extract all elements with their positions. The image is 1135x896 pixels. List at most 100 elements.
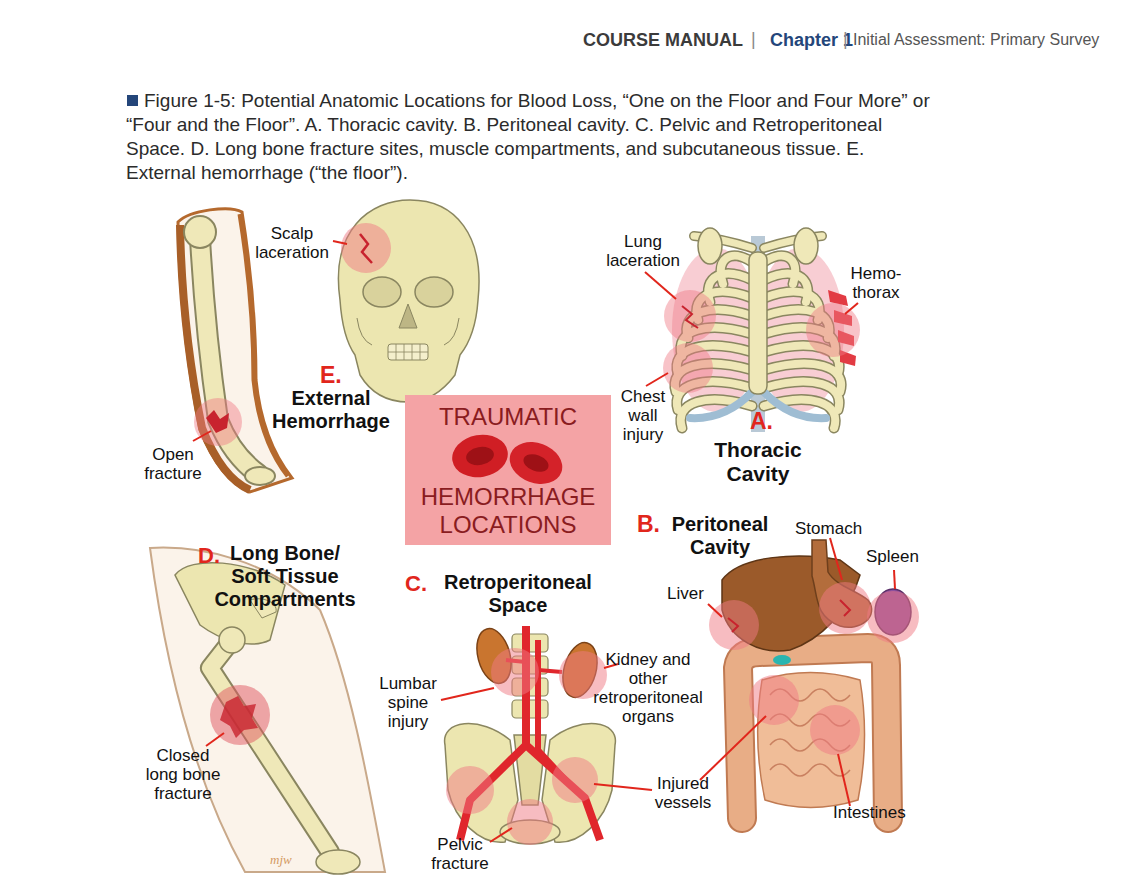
organ-injury-marks (867, 591, 919, 643)
callout-label: Injured vessels (643, 774, 723, 812)
arm-illustration (178, 209, 292, 492)
organ-injury-marks (709, 582, 919, 755)
skull-illustration (357, 318, 459, 345)
leg-illustration (210, 645, 330, 852)
retroperitoneal-injury-marks (446, 648, 607, 845)
caption-marker (127, 95, 138, 106)
retroperitoneal-injury-marks (552, 757, 598, 803)
running-header: COURSE MANUAL (583, 30, 743, 50)
leg-illustration (210, 645, 330, 852)
retroperitoneal-injury-marks (507, 799, 553, 845)
red-blood-cell-icon (465, 445, 496, 468)
leader-lines (441, 688, 494, 700)
red-blood-cell-icon (504, 435, 568, 491)
leader-lines (333, 241, 347, 244)
leg-illustration (150, 548, 385, 872)
panel-title: Retroperitoneal Space (436, 571, 601, 617)
open-fracture-mark (206, 410, 229, 433)
organ-injury-marks (709, 600, 759, 650)
scalp-laceration-mark (341, 223, 391, 273)
callout-label: Hemo- thorax (846, 264, 906, 302)
panel-title: Peritoneal Cavity (660, 513, 780, 559)
leader-lines (646, 373, 668, 386)
caption-marker (127, 95, 138, 106)
callout-label: Lumbar spine injury (377, 674, 439, 731)
closed-fracture-mark (220, 696, 258, 738)
panel-letter: C. (405, 571, 427, 596)
ribcage-illustration (749, 252, 767, 394)
leader-lines (838, 754, 850, 806)
callout-label: Chest wall injury (615, 387, 671, 444)
leader-lines (594, 784, 652, 790)
retroperitoneal-injury-marks (491, 648, 539, 696)
chapter-label: Chapter 1 (770, 30, 853, 50)
callout-label: Lung laceration (597, 232, 689, 270)
scalp-laceration-mark (341, 223, 391, 273)
abdomen-illustration (773, 655, 791, 665)
leader-lines (645, 272, 676, 299)
leader-lines (830, 538, 842, 580)
callout-label: Open fracture (133, 445, 213, 483)
organ-injury-marks (728, 600, 850, 632)
leg-illustration (250, 599, 276, 618)
arm-illustration (184, 216, 216, 248)
box-text: TRAUMATIC (405, 403, 611, 431)
leg-illustration (219, 627, 245, 653)
chest-wall-injury-mark (663, 343, 713, 393)
retroperitoneal-injury-marks (559, 651, 607, 699)
skull-illustration (399, 304, 417, 328)
box-text: HEMORRHAGE LOCATIONS (405, 483, 611, 539)
leader-lines (708, 604, 722, 617)
skull-illustration (338, 200, 479, 402)
skull-illustration (415, 277, 453, 307)
callout-label: Spleen (866, 547, 919, 566)
arm-illustration (240, 214, 288, 476)
organ-injury-marks (810, 705, 860, 755)
abdomen-illustration (722, 540, 911, 818)
leader-lines (894, 570, 895, 589)
leader-lines (604, 664, 618, 668)
leader-lines (700, 716, 766, 780)
lung-laceration-mark (664, 290, 716, 342)
center-title-box: TRAUMATIC HEMORRHAGE LOCATIONS (405, 395, 611, 545)
callout-label: Scalp laceration (246, 224, 338, 262)
skull-illustration (388, 344, 428, 360)
retroperitoneum-illustration (445, 625, 616, 844)
leader-lines (490, 828, 512, 842)
skull-illustration (338, 200, 479, 402)
header-separator: | (751, 29, 756, 49)
ribcage-illustration (690, 392, 752, 418)
figure-caption: Figure 1-5: Potential Anatomic Locations… (126, 89, 934, 185)
arm-illustration (245, 467, 275, 485)
red-blood-cell-icon (449, 430, 568, 491)
leg-illustration (150, 548, 385, 874)
organ-injury-marks (749, 675, 799, 725)
callout-label: Stomach (795, 519, 862, 538)
callout-label: Liver (667, 584, 704, 603)
hemothorax-mark (806, 290, 860, 366)
leader-lines (193, 431, 211, 441)
skull-illustration (388, 344, 428, 360)
abdomen-illustration (738, 648, 888, 818)
open-fracture-mark (194, 398, 242, 446)
ribcage-illustration (764, 392, 826, 418)
panel-letter: B. (637, 511, 660, 537)
lung-laceration-mark (664, 290, 716, 342)
retroperitoneal-injury-marks (446, 766, 494, 814)
leader-lines (845, 303, 858, 314)
arm-illustration (178, 209, 292, 492)
lung-laceration-mark (682, 306, 698, 328)
abdomen-illustration (738, 648, 888, 818)
leader-lines (193, 241, 895, 842)
panel-title: Thoracic Cavity (703, 438, 813, 486)
leader-lines (206, 733, 224, 746)
section-title: Initial Assessment: Primary Survey (853, 31, 1099, 49)
leg-illustration (316, 850, 360, 874)
organ-injury-marks (819, 582, 871, 634)
panel-letter: E. (320, 362, 342, 388)
red-blood-cell-icon (521, 451, 551, 475)
ribcage-illustration (698, 228, 722, 264)
ribcage-illustration (794, 228, 818, 264)
